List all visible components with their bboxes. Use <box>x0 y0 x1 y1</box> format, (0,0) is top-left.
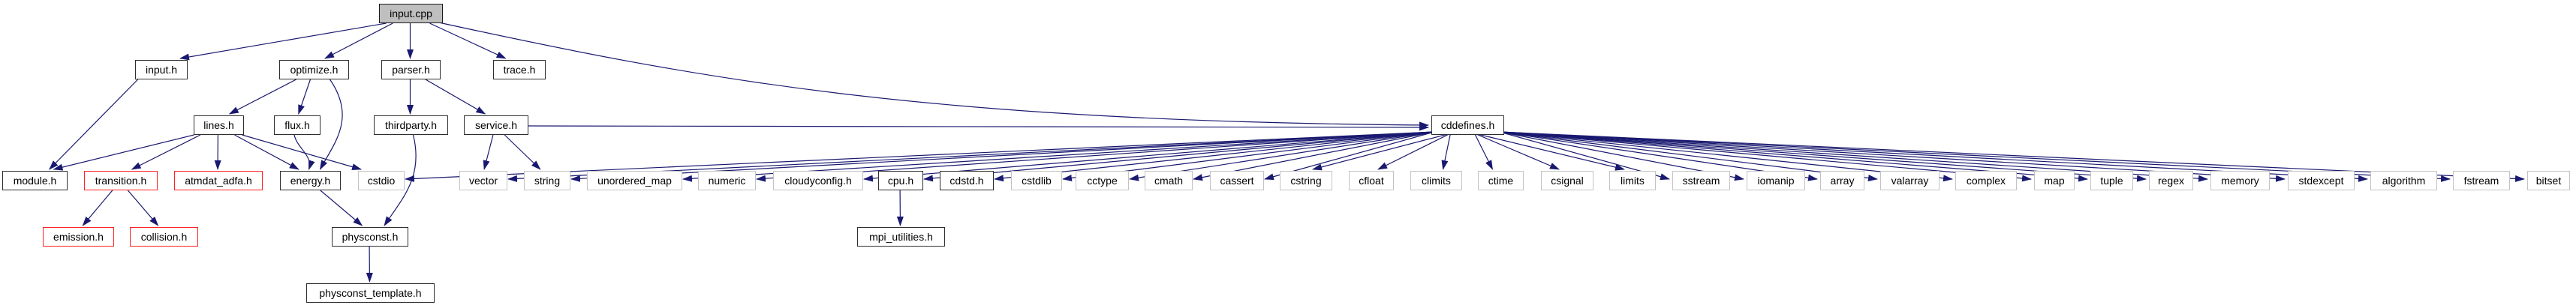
node-cddefines-h[interactable]: cddefines.h <box>1431 115 1504 135</box>
node-sstream: sstream <box>1672 171 1730 190</box>
edge-optimize-h-to-flux-h <box>298 79 311 115</box>
edge-optimize-h-to-energy-h <box>319 79 343 170</box>
node-service-h[interactable]: service.h <box>464 115 528 135</box>
edge-cddefines-h-to-cstdio <box>405 131 1435 182</box>
node-thirdparty-h[interactable]: thirdparty.h <box>374 115 448 135</box>
node-cloudyconfig-h: cloudyconfig.h <box>773 171 863 190</box>
edge-energy-h-to-physconst-h <box>320 190 363 226</box>
node-cdstd-h[interactable]: cdstd.h <box>940 171 994 190</box>
edge-input-cpp-to-input-h <box>179 22 387 61</box>
edge-cddefines-h-to-cpu-h <box>923 131 1435 182</box>
node-complex: complex <box>1955 171 2017 190</box>
node-parser-h[interactable]: parser.h <box>381 60 441 79</box>
edge-thirdparty-h-to-physconst-h <box>384 134 417 226</box>
edge-service-h-to-vector <box>483 134 494 170</box>
edge-input-cpp-to-cddefines-h <box>435 21 1429 129</box>
edge-cddefines-h-to-cstring <box>1312 133 1451 171</box>
edge-service-h-to-cddefines-h <box>527 124 1429 131</box>
edge-input-cpp-to-trace-h <box>429 22 507 59</box>
node-algorithm: algorithm <box>2370 171 2437 190</box>
node-tuple: tuple <box>2090 171 2133 190</box>
node-input-h[interactable]: input.h <box>135 60 188 79</box>
edge-service-h-to-string <box>504 134 541 170</box>
edge-parser-h-to-service-h <box>425 79 486 115</box>
node-trace-h[interactable]: trace.h <box>493 60 546 79</box>
node-cctype: cctype <box>1076 171 1129 190</box>
edge-transition-h-to-emission-h <box>82 190 113 226</box>
node-flux-h[interactable]: flux.h <box>274 115 320 135</box>
node-energy-h[interactable]: energy.h <box>280 171 341 190</box>
edge-lines-h-to-energy-h <box>234 134 299 170</box>
edge-cddefines-h-to-ctime <box>1473 133 1494 170</box>
edge-input-h-to-module-h <box>49 79 139 170</box>
edge-cddefines-h-to-map <box>1499 131 2032 182</box>
node-string: string <box>524 171 570 190</box>
edge-transition-h-to-collision-h <box>127 190 159 226</box>
node-map: map <box>2034 171 2075 190</box>
node-cstdio: cstdio <box>358 171 405 190</box>
node-emission-h[interactable]: emission.h <box>43 227 114 247</box>
node-atmdat-adfa-h[interactable]: atmdat_adfa.h <box>174 171 263 190</box>
node-cmath: cmath <box>1145 171 1193 190</box>
node-cfloat: cfloat <box>1349 171 1394 190</box>
edge-lines-h-to-transition-h <box>131 134 201 170</box>
node-iomanip: iomanip <box>1747 171 1805 190</box>
node-vector: vector <box>459 171 507 190</box>
node-unordered-map: unordered_map <box>587 171 682 190</box>
node-optimize-h[interactable]: optimize.h <box>279 60 349 79</box>
node-memory: memory <box>2210 171 2270 190</box>
edge-optimize-h-to-lines-h <box>228 79 296 115</box>
node-ctime: ctime <box>1478 171 1524 190</box>
node-valarray: valarray <box>1880 171 1940 190</box>
node-transition-h[interactable]: transition.h <box>84 171 158 190</box>
edge-cddefines-h-to-complex <box>1499 131 1953 182</box>
edge-cddefines-h-to-cdstd-h <box>994 131 1435 182</box>
node-cstdlib: cstdlib <box>1011 171 1062 190</box>
node-physconst-template-h[interactable]: physconst_template.h <box>306 283 435 303</box>
node-numeric: numeric <box>698 171 756 190</box>
node-bitset: bitset <box>2527 171 2570 190</box>
node-input-cpp: input.cpp <box>379 4 443 23</box>
node-climits: climits <box>1410 171 1462 190</box>
edge-cddefines-h-to-limits <box>1474 133 1625 171</box>
edge-cddefines-h-to-cfloat <box>1377 133 1451 170</box>
edge-flux-h-to-energy-h <box>293 134 315 170</box>
node-collision-h[interactable]: collision.h <box>130 227 198 247</box>
edge-cddefines-h-to-climits <box>1441 133 1452 170</box>
edge-input-cpp-to-optimize-h <box>324 22 393 59</box>
node-cstring: cstring <box>1280 171 1332 190</box>
edge-cddefines-h-to-numeric <box>756 131 1435 182</box>
node-fstream: fstream <box>2453 171 2510 190</box>
node-limits: limits <box>1609 171 1656 190</box>
node-array: array <box>1820 171 1864 190</box>
edge-cddefines-h-to-csignal <box>1474 133 1560 170</box>
edge-cddefines-h-to-memory <box>1499 131 2208 182</box>
node-lines-h[interactable]: lines.h <box>194 115 244 135</box>
node-stdexcept: stdexcept <box>2288 171 2355 190</box>
node-mpi-utilities-h[interactable]: mpi_utilities.h <box>857 227 945 247</box>
node-csignal: csignal <box>1541 171 1593 190</box>
node-module-h[interactable]: module.h <box>2 171 68 190</box>
node-physconst-h[interactable]: physconst.h <box>332 227 408 247</box>
node-regex: regex <box>2149 171 2193 190</box>
node-cassert: cassert <box>1210 171 1264 190</box>
edge-cddefines-h-to-valarray <box>1499 131 1878 181</box>
edge-lines-h-to-module-h <box>53 134 194 171</box>
edge-lines-h-to-cstdio <box>242 134 362 170</box>
node-cpu-h[interactable]: cpu.h <box>878 171 923 190</box>
